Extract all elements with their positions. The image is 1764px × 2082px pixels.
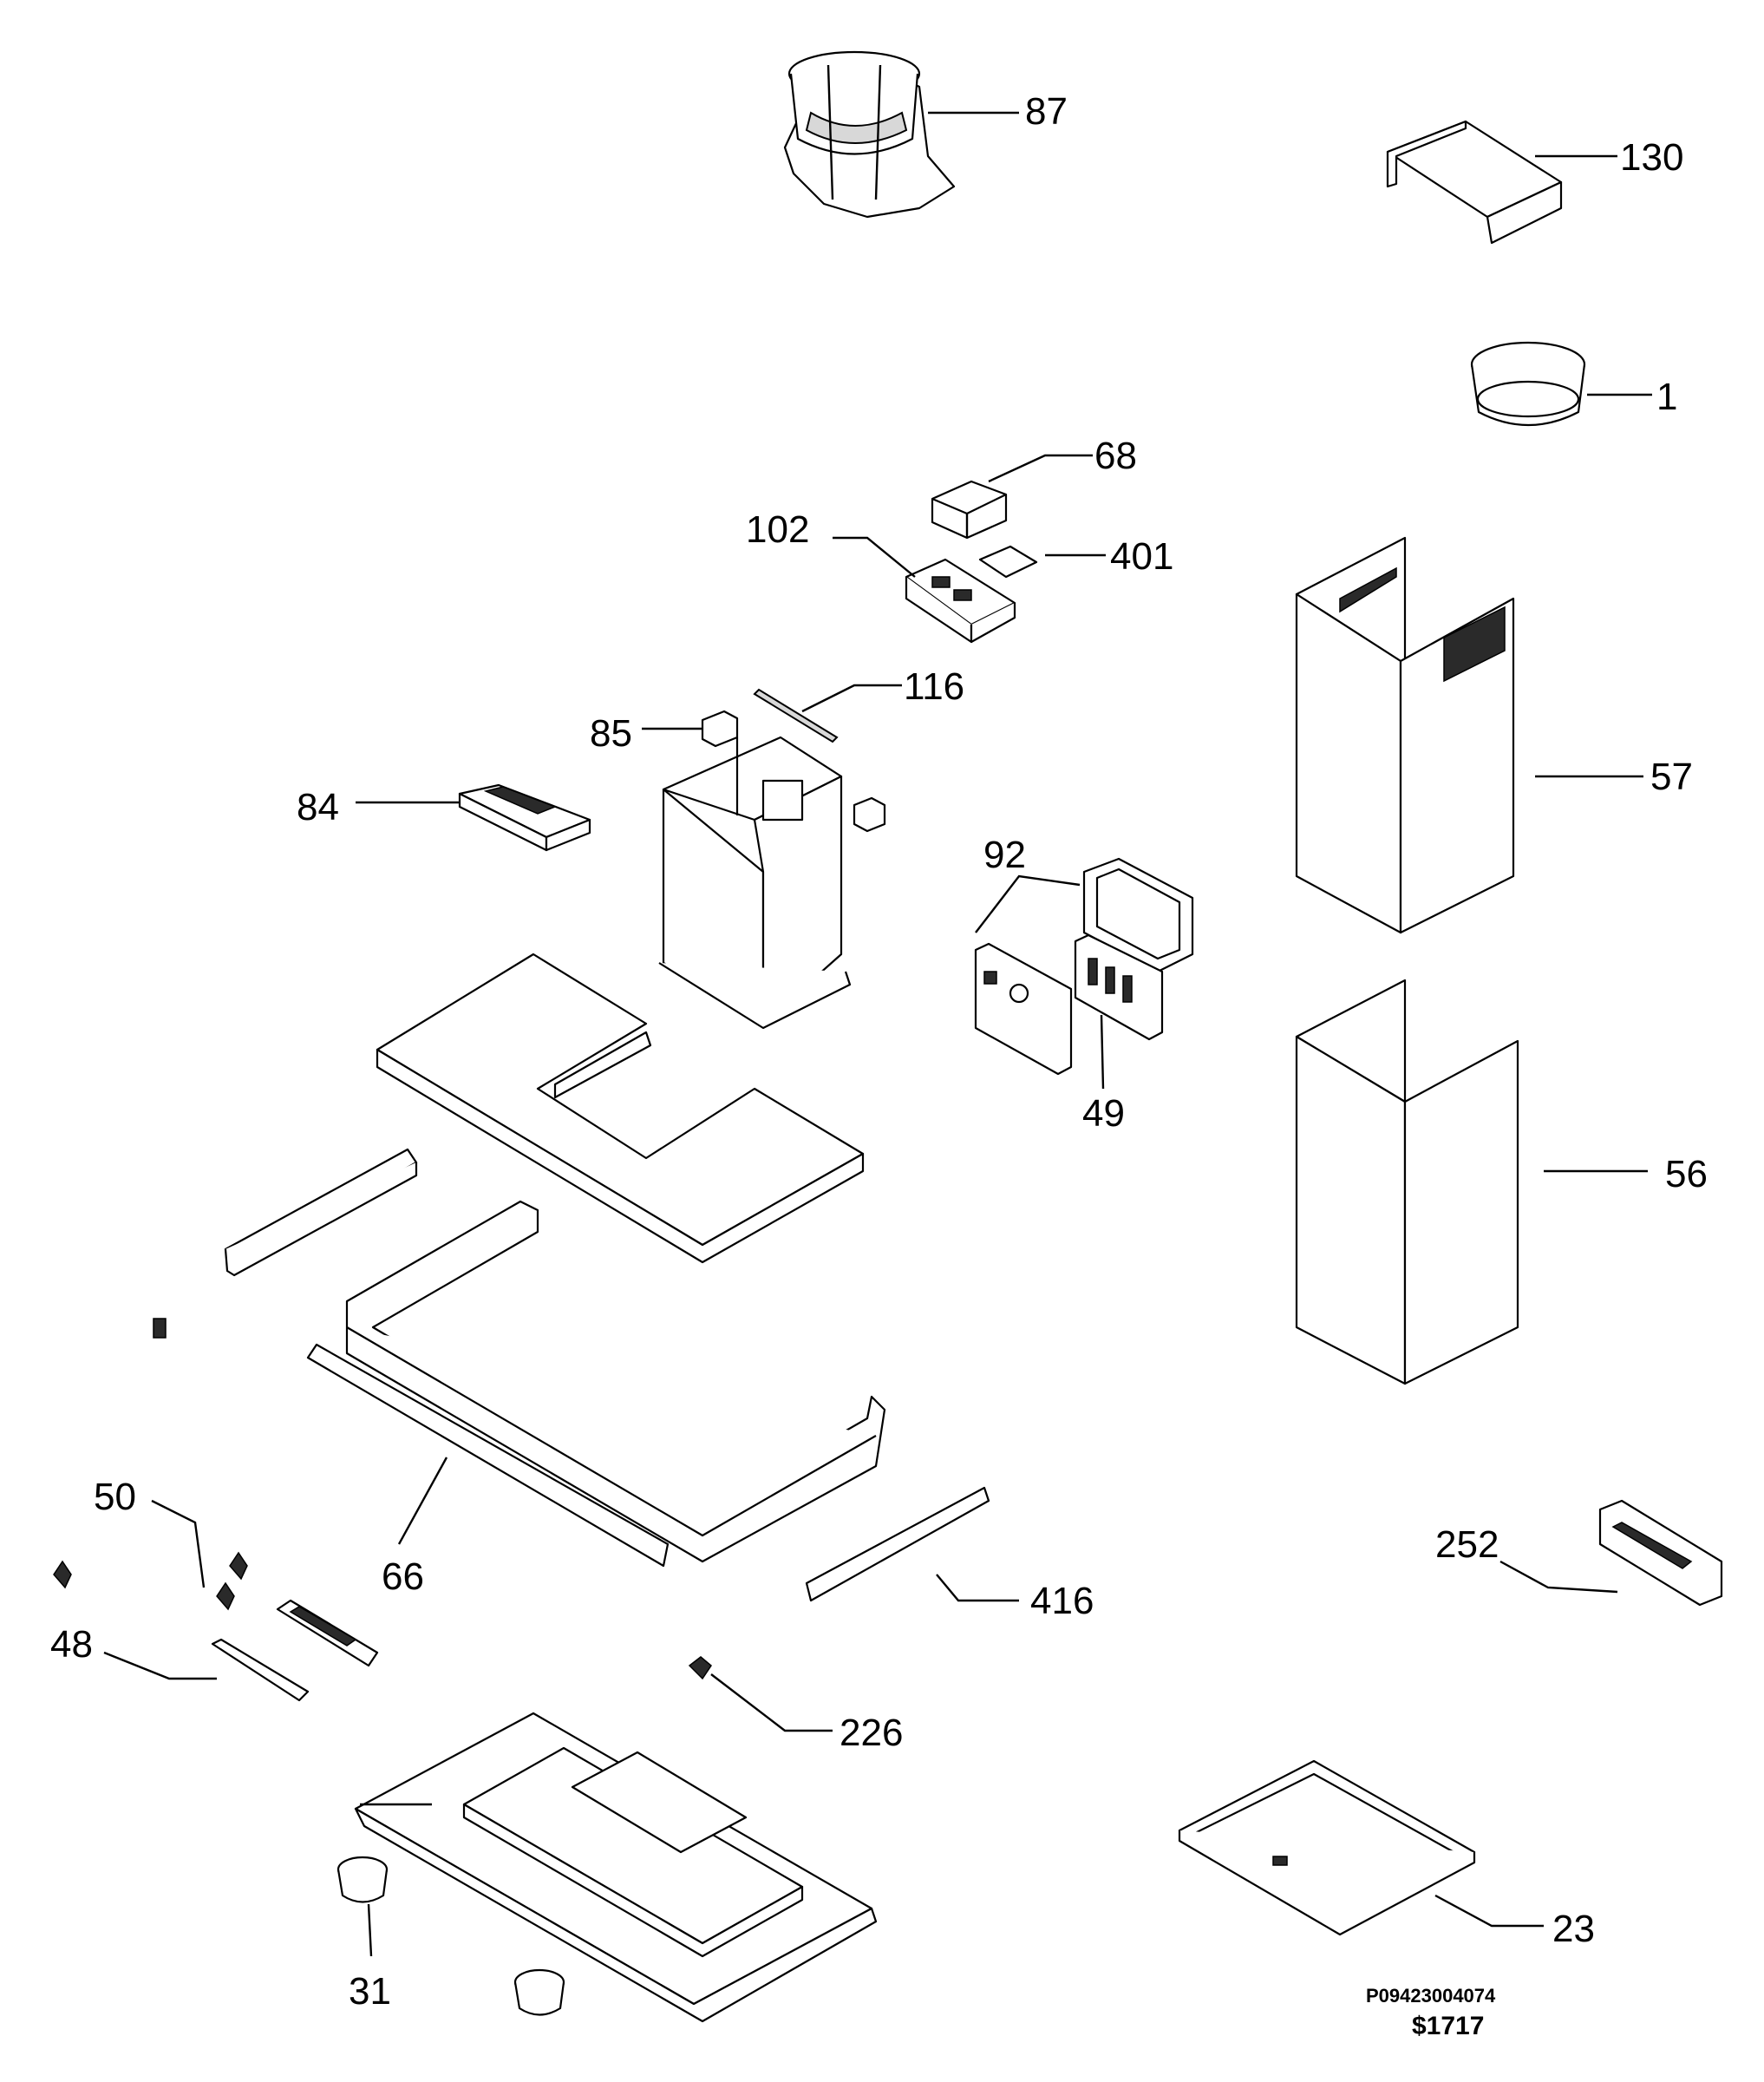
callout-92: 92 <box>983 834 1026 876</box>
callout-49: 49 <box>1082 1092 1125 1135</box>
callout-102: 102 <box>746 508 809 551</box>
part-31-knobs <box>336 1856 565 2016</box>
callout-252: 252 <box>1435 1523 1499 1566</box>
part-87-duct-collar <box>783 50 956 219</box>
drawing-code: P09423004074 <box>1366 1985 1496 2007</box>
callout-48: 48 <box>50 1623 93 1666</box>
sheet-code: $1717 <box>1412 2012 1484 2040</box>
part-1-round-collar <box>1470 341 1586 427</box>
upper-panel <box>376 953 865 1264</box>
callout-84: 84 <box>297 786 339 828</box>
part-102-terminal-block <box>905 558 1016 644</box>
part-66-front-strip <box>306 1343 670 1568</box>
hood-bottom-body <box>354 1712 878 2023</box>
part-226-screw <box>688 1656 712 1680</box>
callout-130: 130 <box>1620 136 1683 179</box>
part-23-grease-filter <box>1178 1759 1476 1936</box>
part-130-mounting-bracket <box>1386 120 1563 245</box>
callout-labels: 87 130 1 68 102 401 116 85 84 57 92 49 5… <box>50 90 1708 2013</box>
callout-23: 23 <box>1552 1908 1595 1950</box>
callout-50: 50 <box>94 1476 136 1518</box>
callout-1: 1 <box>1656 376 1677 418</box>
callout-116: 116 <box>904 665 964 708</box>
part-84-filter-module <box>458 783 591 852</box>
part-401-insulation-plate <box>978 545 1038 579</box>
part-50-screws <box>53 1551 248 1611</box>
part-48-control-bracket <box>211 1599 379 1702</box>
callout-416: 416 <box>1030 1580 1094 1622</box>
fastener-small <box>153 1318 167 1339</box>
part-116-rail-strip <box>753 688 839 743</box>
callout-68: 68 <box>1094 435 1137 477</box>
leader-lines <box>103 111 1652 1957</box>
part-92-circuit-board <box>974 942 1073 1076</box>
part-92-control-frame <box>1082 857 1194 973</box>
part-85-clip <box>701 710 886 833</box>
callout-56: 56 <box>1665 1153 1708 1195</box>
part-68-junction-box-cover <box>931 480 1008 540</box>
part-56-lower-chimney <box>1295 979 1519 1385</box>
callout-85: 85 <box>590 712 632 755</box>
left-side-rail <box>224 1148 418 1277</box>
callout-401: 401 <box>1110 535 1173 578</box>
part-49-switch-board <box>1074 933 1164 1041</box>
blower-housing <box>658 736 852 1030</box>
part-252-light-module <box>1598 1499 1723 1607</box>
part-416-trim-strip <box>805 1486 990 1602</box>
callout-31: 31 <box>349 1970 391 2013</box>
callout-226: 226 <box>840 1712 903 1754</box>
part-57-upper-chimney <box>1295 536 1515 934</box>
callout-57: 57 <box>1650 756 1693 798</box>
part-66-front-frame <box>345 1200 886 1563</box>
callout-66: 66 <box>382 1555 424 1598</box>
callout-87: 87 <box>1025 90 1068 133</box>
